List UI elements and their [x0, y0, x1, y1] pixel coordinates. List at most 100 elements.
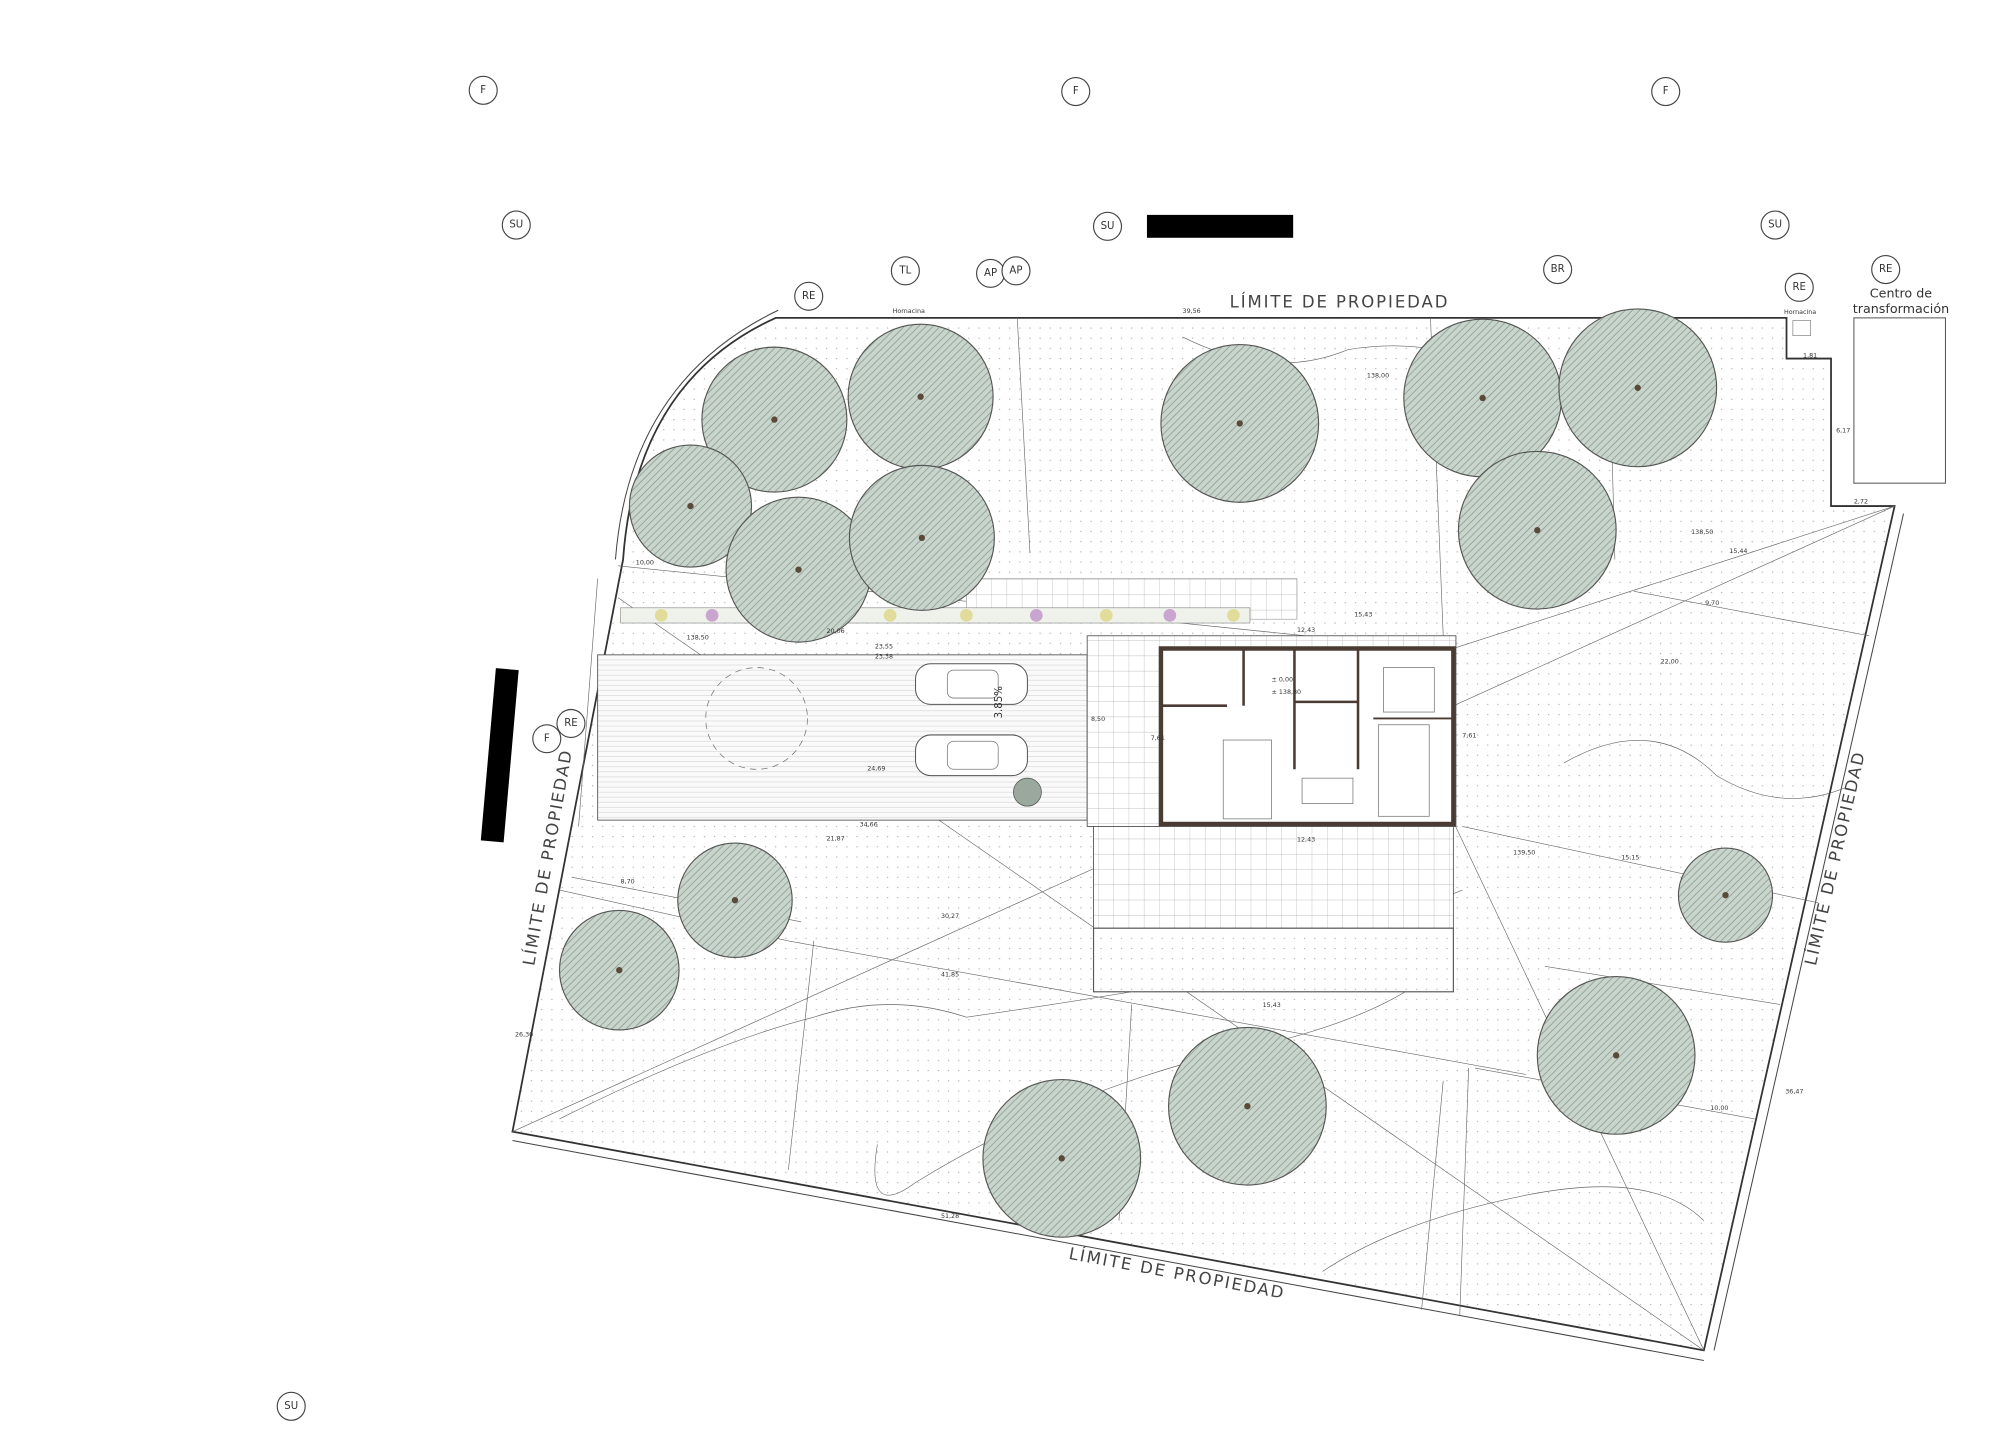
tag-marker: RE [1871, 255, 1901, 285]
terrace-south [1093, 826, 1454, 929]
pool [1092, 927, 1454, 993]
tree [558, 909, 680, 1031]
svg-text:RE: RE [802, 291, 815, 302]
tree [848, 464, 995, 611]
redaction-bar-left [480, 668, 519, 843]
tag-marker: RE [794, 281, 824, 311]
svg-text:SU: SU [1768, 220, 1782, 231]
boundary-offset-right [1713, 513, 1904, 1351]
svg-text:39,56: 39,56 [1183, 308, 1201, 315]
tree [1457, 450, 1617, 610]
tree [1536, 975, 1696, 1135]
transformer-label-2: transformación [1853, 301, 1949, 316]
tag-marker: F [468, 75, 498, 105]
tag-marker: RE [556, 708, 586, 739]
tree [725, 496, 872, 643]
tag-marker: AP [975, 258, 1006, 288]
svg-text:F: F [1663, 86, 1669, 97]
level-label: ± 0,00 [1272, 677, 1293, 684]
dining-table [1301, 777, 1354, 804]
svg-text:51,28: 51,28 [941, 1213, 959, 1220]
svg-text:23,55: 23,55 [875, 643, 893, 650]
tag-marker: SU [501, 210, 531, 240]
car-1 [915, 663, 1028, 705]
svg-text:24,69: 24,69 [867, 766, 885, 773]
svg-text:RE: RE [564, 718, 577, 729]
svg-text:36,47: 36,47 [1785, 1089, 1803, 1096]
shrub [1013, 777, 1042, 807]
svg-text:RE: RE [1879, 264, 1892, 275]
svg-text:20,06: 20,06 [827, 628, 845, 635]
tag-marker: RE [1784, 272, 1814, 302]
svg-text:139,50: 139,50 [1513, 849, 1535, 856]
svg-text:41,85: 41,85 [941, 972, 959, 979]
svg-text:7,61: 7,61 [1462, 732, 1476, 739]
trees [558, 308, 1774, 1238]
svg-text:8,50: 8,50 [1091, 716, 1105, 723]
transformer-label-1: Centro de [1870, 286, 1933, 301]
tree [1558, 308, 1718, 468]
boundary-arc [614, 309, 779, 560]
svg-text:RE: RE [1792, 282, 1805, 293]
svg-text:SU: SU [284, 1401, 298, 1412]
niche-box [1792, 320, 1811, 336]
car-2 [915, 734, 1028, 777]
svg-text:F: F [480, 85, 486, 96]
svg-text:138,50: 138,50 [687, 635, 709, 642]
svg-text:SU: SU [1101, 221, 1115, 232]
tag-marker: SU [1092, 211, 1123, 241]
transformer-station [1853, 317, 1946, 484]
limit-label-top: LÍMITE DE PROPIEDAD [1230, 293, 1450, 312]
svg-text:34,66: 34,66 [860, 821, 878, 828]
svg-text:21,87: 21,87 [827, 835, 845, 842]
tree [1160, 344, 1320, 503]
tree [628, 444, 753, 568]
redaction-bar-top [1146, 214, 1294, 238]
svg-text:138,00: 138,00 [1367, 373, 1389, 380]
svg-text:15,15: 15,15 [1621, 855, 1639, 862]
tree [982, 1078, 1142, 1238]
tree [677, 842, 793, 959]
svg-text:138,50: 138,50 [1691, 529, 1713, 536]
niche-label: Hornacina [1784, 309, 1816, 316]
tag-marker: BR [1543, 255, 1573, 285]
dimension-labels: 39,56 1,81 6,17 2,72 12,43 12,43 15,43 1… [515, 308, 1868, 1220]
svg-text:SU: SU [509, 220, 523, 231]
svg-text:AP: AP [1009, 265, 1022, 276]
bed [1383, 667, 1435, 713]
tag-marker: F [1061, 76, 1091, 107]
kitchen-island [1222, 739, 1272, 820]
svg-text:10,00: 10,00 [636, 560, 654, 567]
svg-text:F: F [544, 733, 550, 744]
svg-text:26,30: 26,30 [515, 1031, 533, 1038]
slope-label: 3.85% [994, 686, 1005, 719]
niche-label: Hornacina [893, 308, 925, 315]
tree [701, 346, 848, 493]
svg-text:15,44: 15,44 [1729, 548, 1747, 555]
svg-text:1,81: 1,81 [1803, 352, 1817, 359]
svg-text:23,38: 23,38 [875, 654, 893, 661]
boundary-offset-bottom [512, 1140, 1704, 1362]
svg-text:30,27: 30,27 [941, 913, 959, 920]
tag-marker: AP [1001, 256, 1031, 286]
tag-marker: SU [1760, 210, 1790, 240]
tag-marker: F [532, 724, 562, 754]
svg-text:2,72: 2,72 [1854, 499, 1868, 506]
svg-text:TL: TL [898, 265, 911, 276]
svg-text:7,61: 7,61 [1151, 735, 1165, 742]
svg-text:BR: BR [1551, 264, 1565, 275]
svg-text:9,70: 9,70 [1705, 600, 1719, 607]
svg-text:12,43: 12,43 [1297, 627, 1315, 634]
tree [847, 323, 994, 470]
house-floor-plan: ± 0,00 ± 138,80 [1158, 646, 1456, 827]
turning-circle [705, 667, 808, 770]
tree [1167, 1026, 1327, 1186]
svg-text:22,00: 22,00 [1661, 659, 1679, 666]
svg-text:AP: AP [984, 268, 997, 279]
svg-text:15,43: 15,43 [1354, 612, 1372, 619]
svg-text:10,00: 10,00 [1710, 1105, 1728, 1112]
sofa [1377, 724, 1430, 817]
tag-marker: TL [890, 256, 920, 286]
svg-text:6,17: 6,17 [1836, 427, 1850, 434]
